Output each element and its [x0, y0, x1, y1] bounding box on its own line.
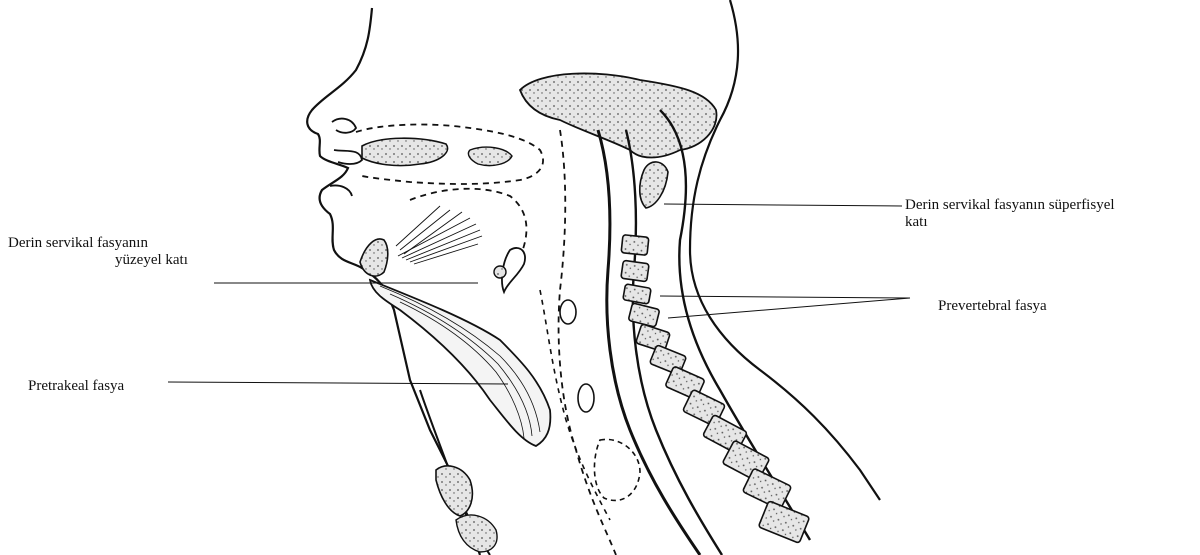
cervical-vertebrae	[621, 162, 810, 543]
leader-pretracheal	[168, 382, 508, 384]
mandible-bone	[360, 239, 388, 276]
soft-palate	[468, 147, 512, 165]
lymph-node	[560, 300, 576, 324]
mediastinum-dashed	[594, 439, 640, 500]
upper-lip-detail	[334, 150, 362, 164]
tongue-dashed	[410, 189, 526, 252]
posterior-fascia-curve	[660, 110, 810, 540]
leader-superficial	[664, 204, 902, 206]
thyroid-gland-bone	[436, 466, 472, 516]
label-prevertebral-fascia: Prevertebral fasya	[938, 298, 1047, 314]
leader-lines	[168, 204, 910, 384]
pharyngeal-wall-dashed	[540, 290, 610, 520]
label-superficial-layer-line2: katı	[905, 214, 928, 230]
hyoid-bone	[494, 266, 506, 278]
esophagus-lumen	[578, 384, 594, 412]
lower-lip-detail	[330, 185, 352, 196]
retropharyngeal-dashed	[559, 130, 616, 555]
label-superficial-layer-line1: Derin servikal fasyanın süperfisyel	[905, 197, 1115, 213]
hard-palate	[362, 138, 448, 165]
genioglossus-fibers	[396, 206, 482, 264]
leader-prevertebral-upper	[660, 296, 910, 298]
skull-base-bone	[520, 73, 717, 157]
nose-detail	[332, 119, 356, 133]
sternum-area	[456, 515, 497, 552]
label-surface-layer-line2: yüzeyel katı	[115, 252, 188, 268]
larynx-trachea-band	[370, 280, 550, 446]
label-surface-layer-line1: Derin servikal fasyanın	[8, 235, 148, 251]
label-pretracheal-fascia: Pretrakeal fasya	[28, 378, 124, 394]
